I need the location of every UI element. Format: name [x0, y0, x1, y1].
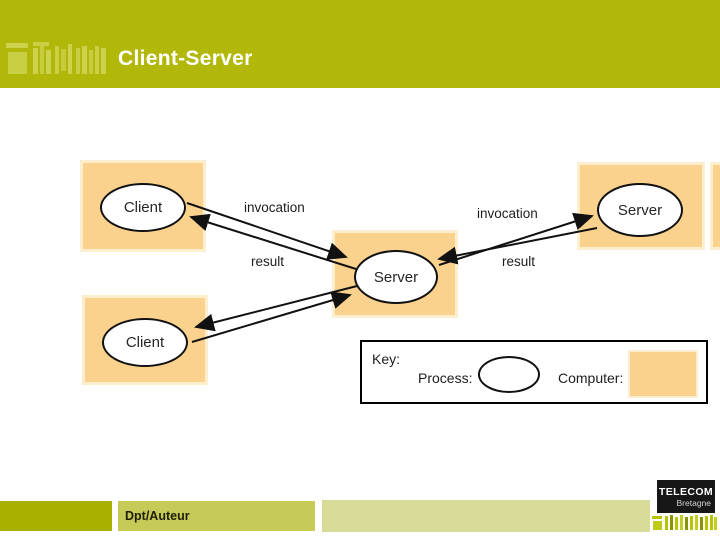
key-process-label: Process: [418, 370, 473, 386]
footer-accent-bar [0, 501, 112, 531]
node-label: Server [617, 201, 663, 219]
arrow-invocation-client-bottom [191, 291, 352, 343]
footer-light-bar [322, 500, 650, 532]
node-label: Client [125, 334, 165, 351]
edge-label-result-left: result [251, 254, 285, 269]
computer-square-icon [628, 350, 698, 398]
process-ellipse-icon [478, 356, 540, 393]
brand-ideogram-icon [652, 515, 717, 530]
footer-dept-label: Dpt/Auteur [125, 509, 190, 523]
key-computer-label: Computer: [558, 370, 624, 386]
key-box: Key: Process: Computer: [360, 340, 708, 404]
edge-label-result-right: result [502, 254, 536, 269]
key-title: Key: [372, 351, 401, 367]
edge-label-invocation-left: invocation [244, 200, 305, 215]
process-node-server-center: Server [354, 250, 438, 304]
telecom-bretagne-logo: TELECOM Bretagne [657, 480, 715, 513]
header-bar: Client-Server [0, 0, 720, 88]
brand-region: Bretagne [676, 498, 712, 508]
node-label: Server [373, 268, 419, 286]
process-node-server-right: Server [597, 183, 683, 237]
process-node-client-top: Client [100, 183, 186, 232]
process-node-client-bottom: Client [102, 318, 188, 367]
slide-title: Client-Server [118, 47, 253, 70]
computer-box-edge-fragment [710, 162, 720, 250]
brand-name: TELECOM [658, 486, 714, 498]
brand-ideogram-icon [6, 42, 106, 74]
node-label: Client [123, 199, 163, 216]
footer-dept-bar: Dpt/Auteur [118, 501, 315, 531]
edge-label-invocation-right: invocation [477, 206, 538, 221]
